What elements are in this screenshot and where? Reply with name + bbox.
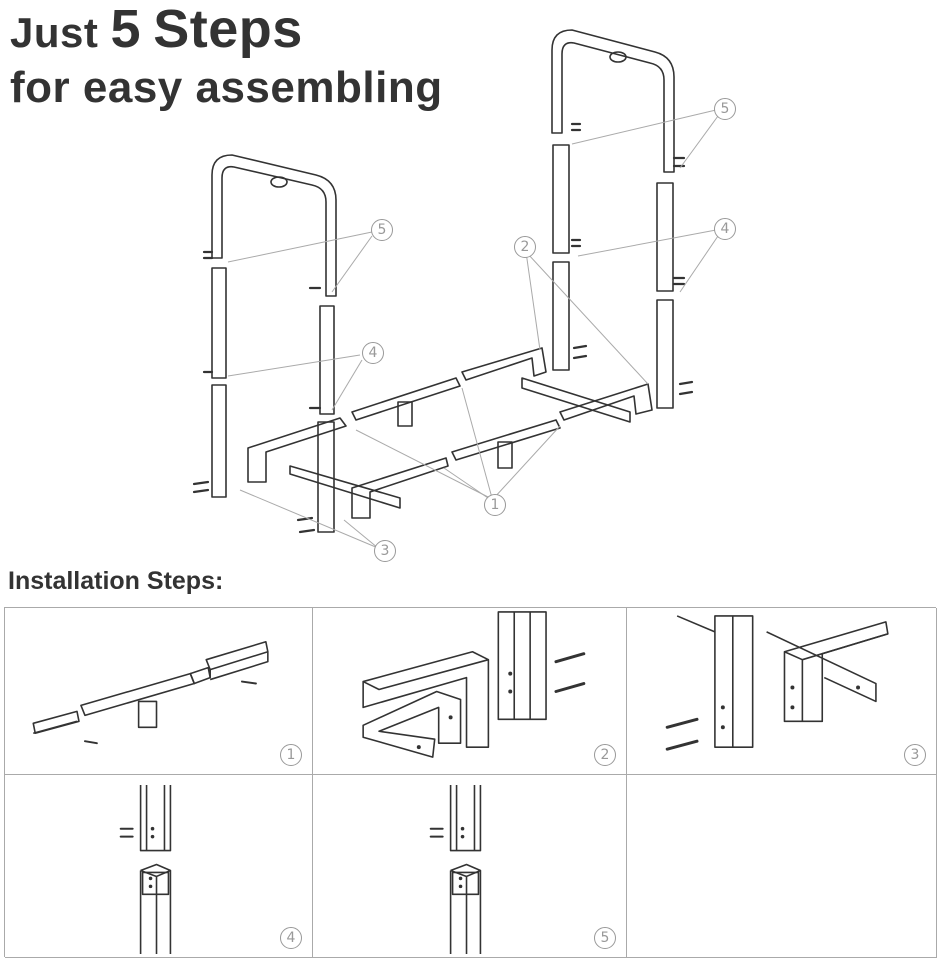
step-3-panel: 3 bbox=[627, 608, 937, 775]
right-base-bar bbox=[521, 377, 631, 423]
callout-step-4-left: 4 bbox=[362, 342, 384, 364]
right-post-upper-a bbox=[552, 144, 570, 254]
headline: Just 5 Steps for easy assembling bbox=[10, 2, 443, 110]
headline-steps-word: Steps bbox=[153, 0, 303, 59]
rail-front-left bbox=[451, 419, 561, 461]
step-4-panel: 4 bbox=[5, 775, 313, 958]
empty-panel bbox=[627, 775, 937, 958]
step-2-panel: 2 bbox=[313, 608, 627, 775]
headline-step-count: 5 bbox=[110, 0, 142, 59]
step-1-panel: 1 bbox=[5, 608, 313, 775]
headline-line-1: Just 5 Steps bbox=[10, 2, 443, 56]
step-3-illustration bbox=[665, 615, 889, 751]
left-arch-top bbox=[211, 154, 337, 297]
callout-step-1: 1 bbox=[484, 494, 506, 516]
callout-step-5-right: 5 bbox=[714, 98, 736, 120]
step-2-number: 2 bbox=[594, 744, 616, 766]
step-5-illustration bbox=[429, 784, 482, 955]
step-4-illustration bbox=[119, 784, 172, 955]
callout-step-5-left: 5 bbox=[371, 219, 393, 241]
left-post-upper-a bbox=[211, 267, 227, 379]
right-post-lower-a bbox=[552, 261, 570, 371]
callout-step-3: 3 bbox=[374, 540, 396, 562]
step-1-illustration bbox=[32, 641, 269, 745]
step-1-number: 1 bbox=[280, 744, 302, 766]
callout-step-2: 2 bbox=[514, 236, 536, 258]
headline-line-2: for easy assembling bbox=[10, 63, 443, 112]
left-post-lower-a bbox=[211, 384, 227, 498]
right-arch-top bbox=[551, 29, 675, 173]
step-3-number: 3 bbox=[904, 744, 926, 766]
callout-step-4-right: 4 bbox=[714, 218, 736, 240]
right-post-upper-b bbox=[656, 182, 674, 292]
exploded-assembly-diagram bbox=[192, 29, 719, 549]
step-4-number: 4 bbox=[280, 927, 302, 949]
left-base-bar bbox=[289, 465, 401, 509]
rail-back-left bbox=[351, 377, 461, 421]
step-5-number: 5 bbox=[594, 927, 616, 949]
rail-back-right bbox=[461, 347, 547, 381]
left-base-front bbox=[247, 417, 347, 483]
step-2-illustration bbox=[362, 611, 586, 758]
installation-steps-grid: 1 2 bbox=[4, 607, 937, 958]
installation-steps-title: Installation Steps: bbox=[8, 567, 224, 595]
headline-prefix: Just bbox=[10, 9, 99, 56]
step-5-panel: 5 bbox=[313, 775, 627, 958]
left-base-back bbox=[351, 457, 449, 519]
left-post-upper-b bbox=[319, 305, 335, 415]
right-post-lower-b bbox=[656, 299, 674, 409]
